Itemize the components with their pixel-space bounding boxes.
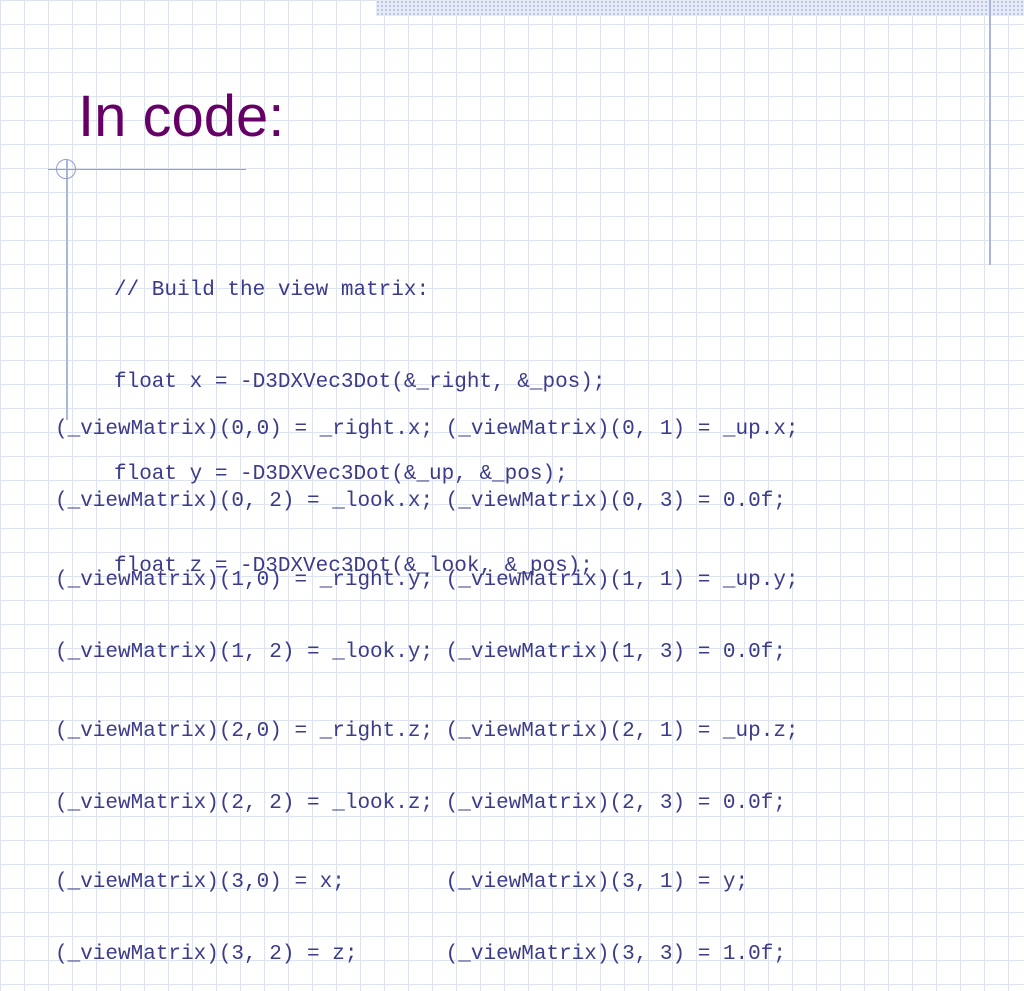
crosshair-circle-decoration <box>56 159 76 179</box>
view-matrix-assignments: (_viewMatrix)(0,0) = _right.x; (_viewMat… <box>55 370 799 991</box>
matrix-row-1-a: (_viewMatrix)(1,0) = _right.y; (_viewMat… <box>55 569 799 592</box>
matrix-row-3-b: (_viewMatrix)(3, 2) = z; (_viewMatrix)(3… <box>55 943 786 966</box>
code-intro-block: // Build the view matrix: float x = -D3D… <box>114 215 605 613</box>
title-underline-rule <box>48 169 246 170</box>
slide-title: In code: <box>78 84 285 149</box>
slide: { "slide": { "title": "In code:", "code_… <box>0 0 1024 966</box>
code-line-x: float x = -D3DXVec3Dot(&_right, &_pos); <box>114 370 606 394</box>
matrix-row-1-b: (_viewMatrix)(1, 2) = _look.y; (_viewMat… <box>55 641 786 664</box>
code-comment-line: // Build the view matrix: <box>114 279 430 303</box>
matrix-row-0-b: (_viewMatrix)(0, 2) = _look.x; (_viewMat… <box>55 490 786 513</box>
matrix-row-3-a: (_viewMatrix)(3,0) = x; (_viewMatrix)(3,… <box>55 871 749 894</box>
top-decorative-bar <box>376 0 1024 16</box>
right-vertical-rule <box>989 0 991 265</box>
code-line-y: float y = -D3DXVec3Dot(&_up, &_pos); <box>114 462 568 486</box>
matrix-row-0-a: (_viewMatrix)(0,0) = _right.x; (_viewMat… <box>55 418 799 441</box>
matrix-row-2-a: (_viewMatrix)(2,0) = _right.z; (_viewMat… <box>55 720 799 743</box>
left-vertical-rule <box>66 160 68 420</box>
matrix-row-2-b: (_viewMatrix)(2, 2) = _look.z; (_viewMat… <box>55 792 786 815</box>
code-line-z: float z = -D3DXVec3Dot(&_look, &_pos); <box>114 554 593 578</box>
